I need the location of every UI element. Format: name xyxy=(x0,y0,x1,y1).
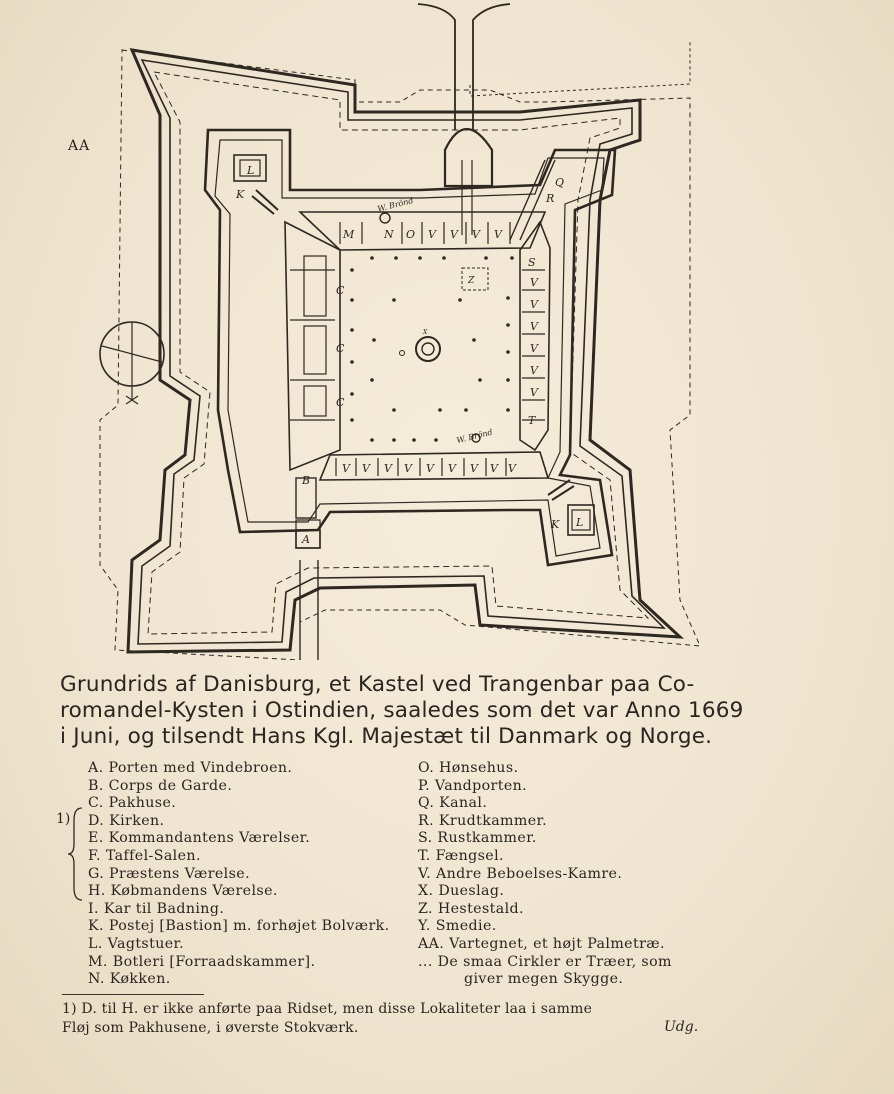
north-range xyxy=(297,211,547,251)
legend-item: K. Postej [Bastion] m. forhøjet Bolværk. xyxy=(88,918,390,935)
legend-item: G. Præstens Værelse. xyxy=(88,865,250,882)
footnote-rule xyxy=(62,994,204,995)
svg-text:V: V xyxy=(508,462,517,475)
svg-text:V: V xyxy=(404,462,413,475)
plan-label-x: X xyxy=(422,329,428,336)
plan-label-c2: C xyxy=(336,342,345,355)
svg-text:V: V xyxy=(470,462,479,475)
plan-label-l-bottom: L xyxy=(575,516,583,529)
legend-item: C. Pakhuse. xyxy=(88,795,177,812)
legend-item: I. Kar til Badning. xyxy=(88,900,225,917)
legend-item: T. Fængsel. xyxy=(418,847,504,864)
plan-label-o: O xyxy=(406,228,415,241)
plan-label-k-bottom: K xyxy=(550,518,560,531)
svg-text:V: V xyxy=(530,276,539,289)
footnote-line: 1) D. til H. er ikke anførte paa Ridset,… xyxy=(62,1001,593,1017)
svg-text:V: V xyxy=(494,228,503,241)
legend-item: D. Kirken. xyxy=(88,812,165,829)
svg-text:V: V xyxy=(428,228,437,241)
legend-item: H. Købmandens Værelse. xyxy=(88,883,278,900)
plan-label-r: R xyxy=(545,192,554,205)
legend-item: O. Hønsehus. xyxy=(418,760,519,776)
legend-item: Y. Smedie. xyxy=(418,918,497,935)
east-range xyxy=(519,220,551,452)
well-north xyxy=(379,212,391,224)
plan-label-k-top: K xyxy=(235,188,245,201)
brace-symbol xyxy=(67,807,83,901)
legend-item: A. Porten med Vindebroen. xyxy=(88,760,293,776)
legend-item: E. Kommandantens Værelser. xyxy=(88,830,311,847)
footnote: 1) D. til H. er ikke anførte paa Ridset,… xyxy=(62,1000,742,1038)
caption-line: romandel-Kysten i Ostindien, saaledes so… xyxy=(60,698,744,723)
svg-text:V: V xyxy=(490,462,499,475)
svg-text:V: V xyxy=(384,462,393,475)
svg-text:V: V xyxy=(530,342,539,355)
bastion-top-left xyxy=(233,154,267,182)
plan-label-b: B xyxy=(301,474,310,487)
caption: Grundrids af Danisburg, et Kastel ved Tr… xyxy=(60,672,750,750)
svg-text:V: V xyxy=(450,228,459,241)
legend-item: R. Krudtkammer. xyxy=(418,812,548,829)
svg-text:V: V xyxy=(448,462,457,475)
svg-text:V: V xyxy=(362,462,371,475)
legend-item: AA. Vartegnet, et højt Palmetræ. xyxy=(418,935,665,952)
plan-label-well-bottom: W. Brönd xyxy=(456,428,494,446)
plan-label-well-top: W. Brönd xyxy=(377,196,415,214)
legend-item: X. Dueslag. xyxy=(418,883,505,900)
legend-item: S. Rustkammer. xyxy=(418,830,537,847)
outer-wall xyxy=(126,48,685,654)
legend-item: M. Botleri [Forraadskammer]. xyxy=(88,953,316,970)
legend-item: Z. Hestestald. xyxy=(418,900,524,917)
brace-footnote-mark: 1) xyxy=(56,811,71,827)
footnote-line: Fløj som Pakhusene, i øverste Stokværk. xyxy=(62,1020,359,1036)
legend-item: L. Vagtstuer. xyxy=(88,935,185,952)
legend-item: B. Corps de Garde. xyxy=(88,777,233,794)
legend-item: V. Andre Beboelses-Kamre. xyxy=(418,865,623,882)
legend-item: giver megen Skygge. xyxy=(464,971,624,988)
plan-label-c1: C xyxy=(336,284,345,297)
legend-right: O. Hønsehus. P. Vandporten. Q. Kanal. R.… xyxy=(418,760,748,989)
central-fountain xyxy=(415,336,441,362)
svg-text:V: V xyxy=(530,320,539,333)
legend-item: F. Taffel-Salen. xyxy=(88,847,201,864)
outer-dashed-line xyxy=(99,49,701,660)
inner-wall xyxy=(203,128,617,567)
legend-item: ... De smaa Cirkler er Træer, som xyxy=(418,953,672,970)
plan-label-c3: C xyxy=(336,396,345,409)
north-gate-tower xyxy=(443,128,494,188)
west-range xyxy=(284,220,341,472)
svg-text:V: V xyxy=(530,364,539,377)
legend-item: Q. Kanal. xyxy=(418,795,488,812)
plan-label-s: S xyxy=(528,256,536,269)
corner-label-aa: AA xyxy=(68,138,91,154)
legend-left: A. Porten med Vindebroen. B. Corps de Ga… xyxy=(88,760,418,989)
south-range xyxy=(318,451,550,481)
legend-item: P. Vandporten. xyxy=(418,777,528,794)
caption-line: i Juni, og tilsendt Hans Kgl. Majestæt t… xyxy=(60,724,713,749)
bastion-bottom-right xyxy=(567,504,595,536)
footnote-credit: Udg. xyxy=(664,1019,699,1035)
well-south xyxy=(471,433,481,443)
svg-text:V: V xyxy=(530,386,539,399)
plan-label-t: T xyxy=(528,414,537,427)
svg-text:V: V xyxy=(342,462,351,475)
plan-label-q: Q xyxy=(555,176,564,189)
plan-label-l-top: L xyxy=(246,164,254,177)
svg-text:V: V xyxy=(530,298,539,311)
caption-line: Grundrids af Danisburg, et Kastel ved Tr… xyxy=(60,672,695,697)
svg-text:V: V xyxy=(426,462,435,475)
svg-text:V: V xyxy=(472,228,481,241)
plan-label-m: M xyxy=(342,228,355,241)
plan-label-z: Z xyxy=(467,276,475,286)
plan-label-a: A xyxy=(301,533,310,546)
legend-item: N. Køkken. xyxy=(88,971,171,988)
plan-label-n: N xyxy=(383,228,394,241)
